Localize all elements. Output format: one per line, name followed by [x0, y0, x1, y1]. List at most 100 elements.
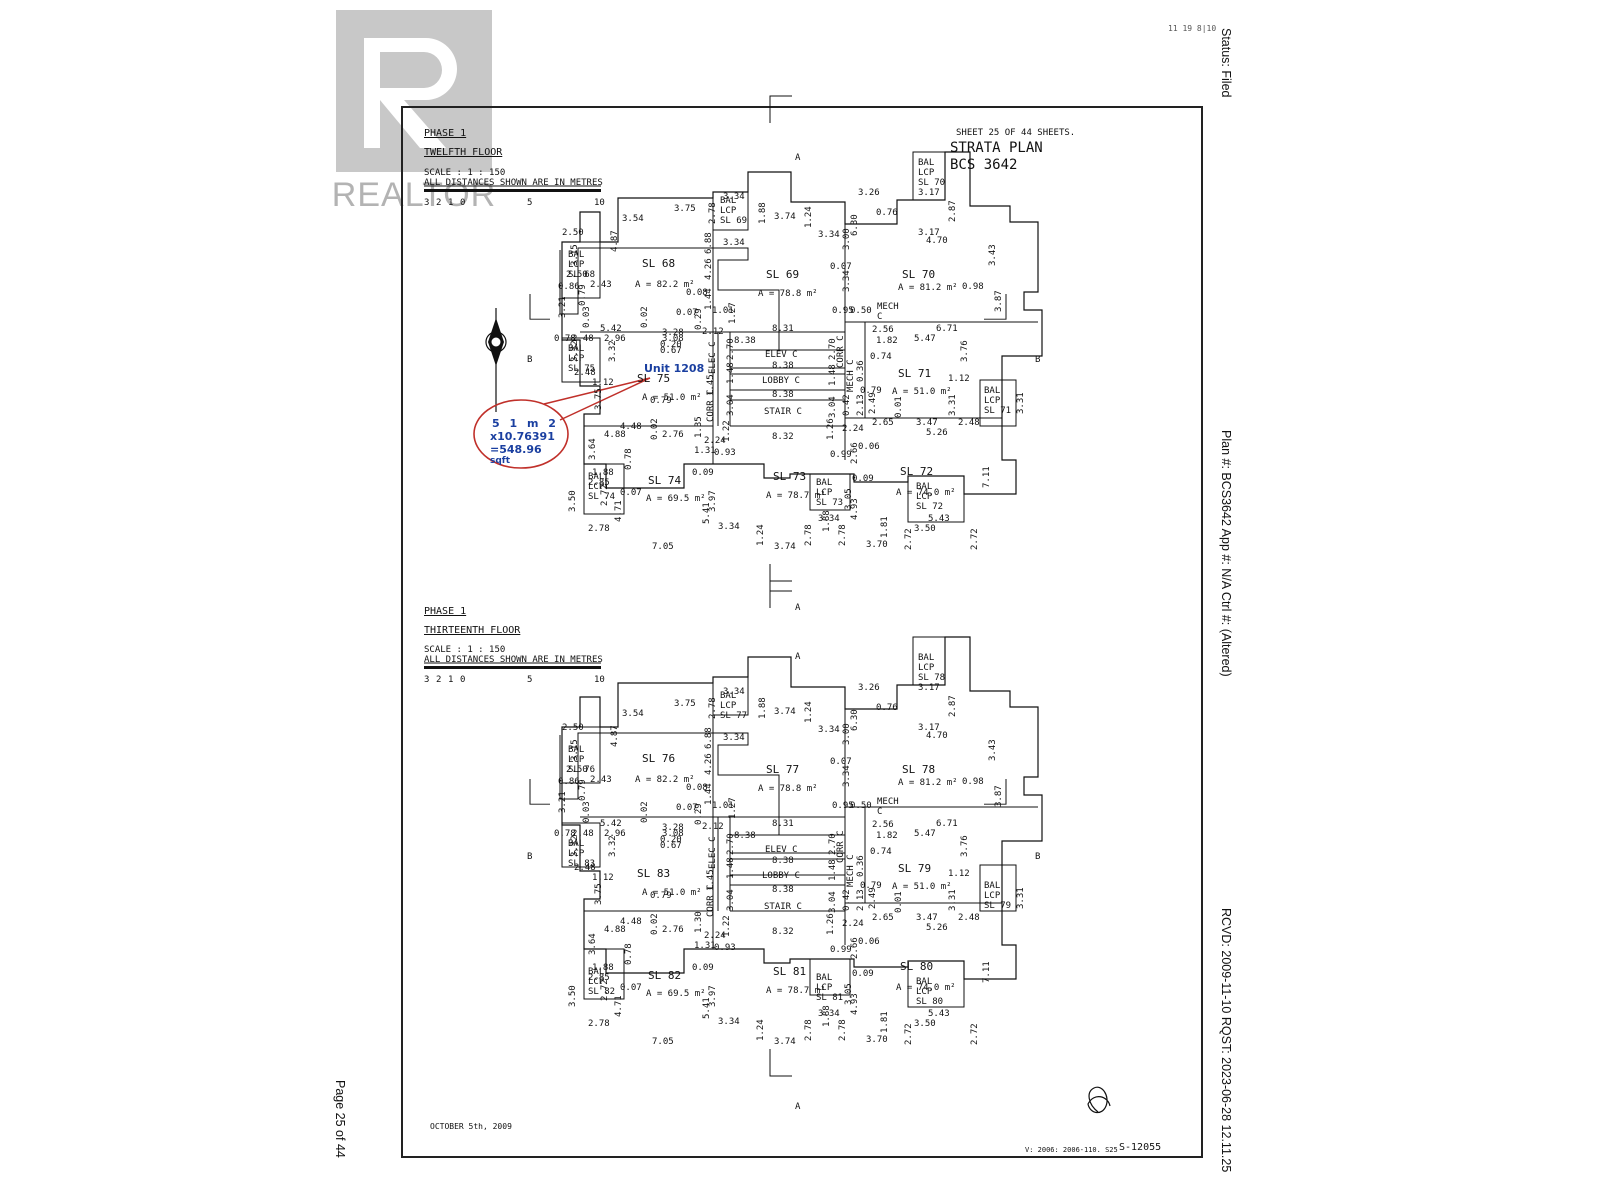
dimension: 3.50: [568, 490, 578, 512]
unit-area: A = 74.0 m²: [896, 983, 956, 993]
scale-tick: 1: [448, 675, 454, 685]
dimension: 0.07: [620, 983, 642, 993]
scale-tick: 5: [527, 675, 533, 685]
dimension: 1.01: [712, 306, 734, 316]
dimension: 3.47: [916, 913, 938, 923]
dimension: 2.87: [948, 200, 958, 222]
dimension: 7.05: [652, 1037, 674, 1047]
dimension: 0.07: [676, 308, 698, 318]
dimension: 0.86: [558, 282, 580, 292]
unit-label: SL 74: [648, 474, 682, 487]
dimension: 1.31: [694, 446, 716, 456]
scale-label-2: SCALE : 1 : 150: [424, 645, 506, 655]
dimension: 0.99: [830, 945, 852, 955]
dimension: 0.74: [870, 352, 892, 362]
dimension: 3.50: [914, 1019, 936, 1029]
dimension: 3.34: [718, 522, 740, 532]
balcony-label: BAL LCP SL 76: [568, 745, 596, 775]
dimension: 1.12: [592, 873, 614, 883]
dimension: 2.48: [574, 368, 596, 378]
stair-label: STAIR C: [764, 407, 802, 417]
dimension: 7.11: [982, 961, 992, 983]
dimension: 3.75: [674, 699, 696, 709]
dimension: 3.74: [774, 1037, 796, 1047]
dimension: 3.74: [774, 707, 796, 717]
dimension: 2.78: [708, 202, 718, 224]
dimension: 0.79: [578, 284, 588, 306]
dimension: 1.24: [804, 701, 814, 723]
dimension: 3.26: [858, 188, 880, 198]
dimension: 5.43: [928, 1009, 950, 1019]
dimension: 0.07: [676, 803, 698, 813]
dimension: 3.15: [570, 739, 580, 761]
dimension: 0.02: [650, 418, 660, 440]
dimension: 1.82: [876, 336, 898, 346]
dimension: 3.43: [988, 739, 998, 761]
dimension: 3.54: [622, 709, 644, 719]
dimension: 8.32: [772, 927, 794, 937]
plan-sheet: [401, 106, 1203, 1158]
dimension: 1.12: [948, 374, 970, 384]
dimension: 3.87: [994, 785, 1004, 807]
dimension: 2.76: [662, 925, 684, 935]
dimension: 2.72: [600, 484, 610, 506]
scale-tick: 10: [594, 675, 605, 685]
dimension: 1.22: [722, 915, 732, 937]
strata-plan-title: STRATA PLAN: [950, 140, 1043, 156]
unit-area: A = 51.0 m²: [642, 393, 702, 403]
dimension: 4.88: [604, 925, 626, 935]
dimension: 0.76: [876, 208, 898, 218]
dimension: 5.42: [600, 819, 622, 829]
dimension: 2.49: [868, 392, 878, 414]
dimension: 1.48: [726, 362, 736, 384]
area-calc-line-1: 5 1 m 2: [492, 417, 559, 430]
elev-label: ELEV C: [765, 350, 798, 360]
dimension: 3.31: [1016, 392, 1026, 414]
floor-2-labels: SL 76 A = 82.2 m² SL 77 A = 78.8 m² SL 7…: [554, 653, 1060, 1065]
dimension: 0.86: [558, 777, 580, 787]
unit-label: SL 69: [766, 268, 800, 281]
dimension: 2.72: [600, 979, 610, 1001]
dimension: 0.98: [962, 282, 984, 292]
dimension: 0.01: [894, 396, 904, 418]
dimension: 1.30: [694, 911, 704, 933]
unit-label: SL 75: [637, 372, 671, 385]
dimension: 2.70: [726, 833, 736, 855]
unit-area: A = 69.5 m²: [646, 494, 706, 504]
dimension: 3.34: [723, 687, 745, 697]
distances-note-2: ALL DISTANCES SHOWN ARE IN METRES: [424, 655, 603, 665]
unit-label: SL 71: [898, 367, 932, 380]
dimension: 2.70: [726, 338, 736, 360]
dimension: 2.78: [804, 1019, 814, 1041]
dimension: 3.32: [608, 340, 618, 362]
scale-tick: 3: [424, 198, 430, 208]
dimension: 3.87: [994, 290, 1004, 312]
scale-label-1: SCALE : 1 : 150: [424, 168, 506, 178]
unit-label: SL 77: [766, 763, 800, 776]
dimension: 2.78: [708, 697, 718, 719]
elev-label: ELEV C: [765, 845, 798, 855]
dimension: 3.34: [842, 270, 852, 292]
dimension: 5.47: [914, 829, 936, 839]
dimension: 2.87: [948, 695, 958, 717]
dimension: 0.07: [620, 488, 642, 498]
balcony-label: BAL LCP SL 71: [984, 386, 1012, 416]
balcony-label: BAL LCP SL 82: [588, 967, 616, 997]
unit-label: SL 70: [902, 268, 936, 281]
dimension: 0.76: [876, 703, 898, 713]
scale-bar-1: [424, 185, 601, 192]
dimension: 4.93: [850, 993, 860, 1015]
dimension: 2.13: [856, 394, 866, 416]
section-mark-b: B: [527, 852, 533, 862]
section-mark-a: A: [795, 603, 801, 613]
dimension: 0.50: [850, 801, 872, 811]
dimension: 2.72: [904, 528, 914, 550]
dimension: 1.82: [876, 831, 898, 841]
dimension: 0.36: [856, 360, 866, 382]
signature-icon: [1087, 1086, 1111, 1114]
corr-label: CORR C: [706, 884, 716, 917]
unit-area: A = 82.2 m²: [635, 280, 695, 290]
unit-area: A = 78.8 m²: [758, 784, 818, 794]
unit-label: SL 82: [648, 969, 682, 982]
dimension: 0.79: [860, 881, 882, 891]
